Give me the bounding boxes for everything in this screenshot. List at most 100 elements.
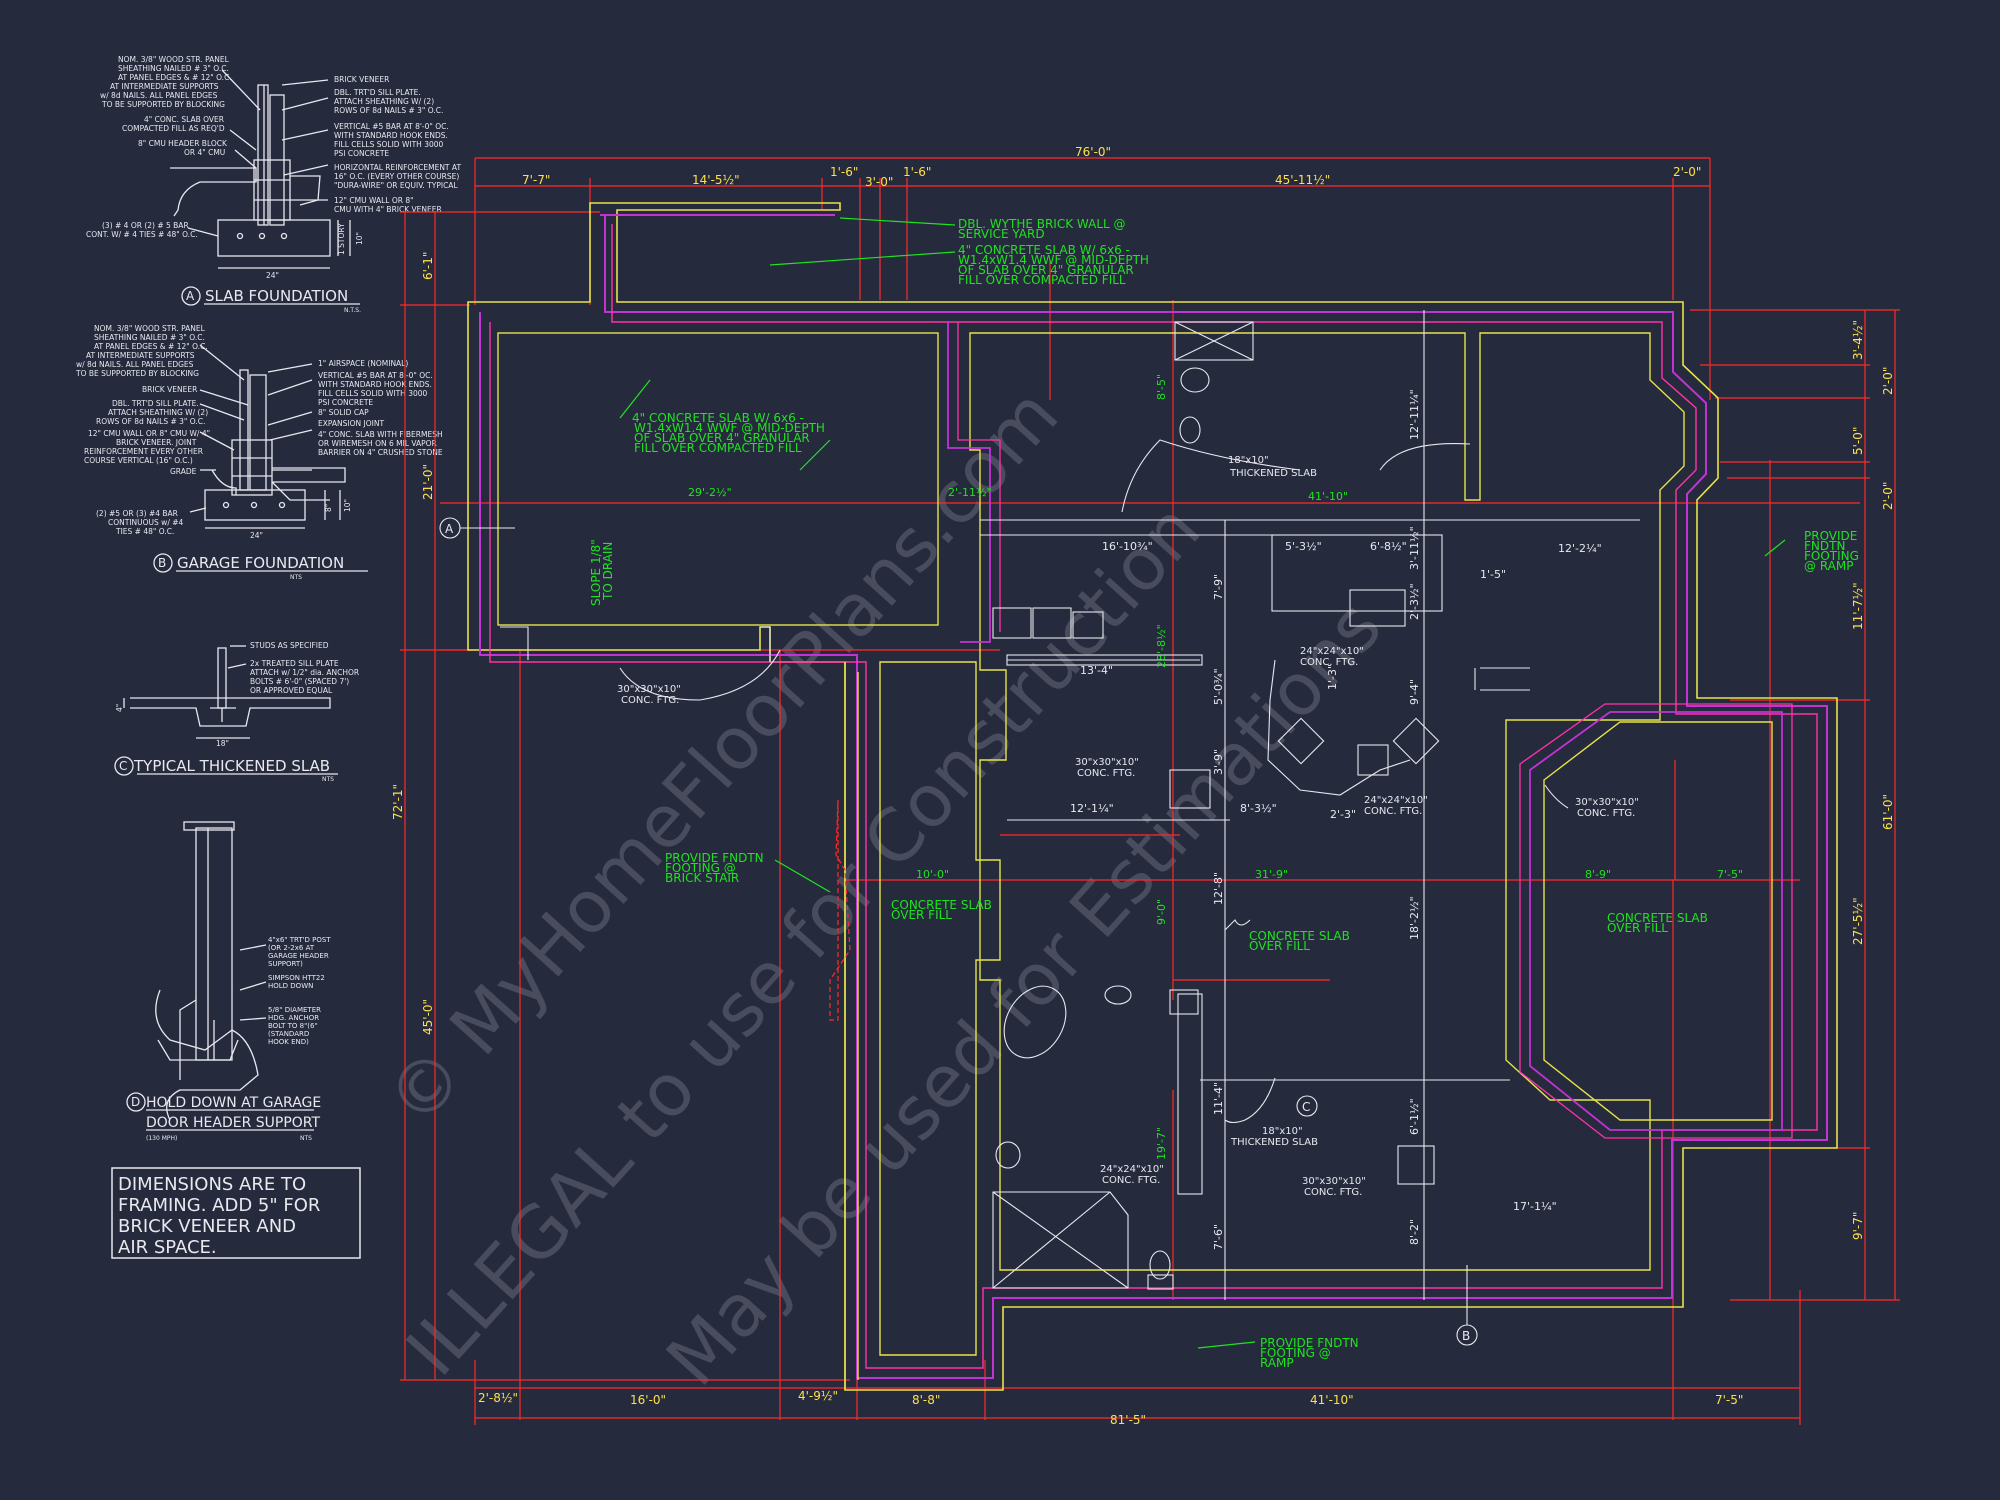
plan-green-notes: DBL. WYTHE BRICK WALL @ SERVICE YARD 4" …: [589, 217, 1859, 1370]
note-ramp-right-3: FOOTING: [1804, 549, 1859, 563]
slab-scale: N.T.S.: [344, 307, 361, 314]
tub-x: [1174, 321, 1254, 361]
garage-right-note: EXPANSION JOINT: [318, 419, 384, 428]
left-dim-3: 45'-0": [421, 999, 435, 1035]
holddown-note: HOOK END): [268, 1038, 309, 1046]
holddown-title-1: HOLD DOWN AT GARAGE: [146, 1095, 321, 1111]
garage-right-dim-text: 8": [324, 504, 333, 512]
slab-right-note: BRICK VENEER: [334, 75, 389, 84]
leader-brick: [839, 217, 956, 226]
detail-garage-foundation: [153, 344, 368, 573]
holddown-note: BOLT TO 8"(6": [268, 1022, 318, 1030]
note-ftg24a-a: 24"x24"x10": [1300, 646, 1364, 657]
wall-purple: [479, 214, 1828, 1379]
right-overall-dim: 61'-0": [1881, 794, 1895, 830]
garage-footing: [204, 489, 306, 521]
leader-thickened-2: [1224, 1077, 1276, 1124]
right-dim-3: 5'-0": [1851, 427, 1865, 455]
garage-right-note: VERTICAL #5 BAR AT 8'-0" OC.: [318, 371, 433, 380]
garage-right-note: 4" CONC. SLAB WITH FIBERMESH: [318, 430, 443, 439]
garage-right-note: 1" AIRSPACE (NOMINAL): [318, 359, 408, 368]
garage-tag-circle: [153, 553, 173, 573]
garage-right-note: BARRIER ON 4" CRUSHED STONE: [318, 448, 443, 457]
leader-stair: [774, 859, 831, 893]
thick-dim-left-text: 4": [115, 704, 124, 712]
note-stair-1: PROVIDE FNDTN: [665, 851, 764, 865]
note-garage-slab-3: OF SLAB OVER 4" GRANULAR: [634, 431, 810, 445]
slab-right-note: 12" CMU WALL OR 8": [334, 196, 414, 205]
interior-dim: 12'-1¼": [1070, 802, 1114, 815]
garage-leader: [267, 363, 313, 373]
garage-stone: [271, 481, 330, 501]
holddown-note: (OR 2-2x6 AT: [268, 944, 315, 952]
slab-note: AT PANEL EDGES & # 12" O.C.: [118, 73, 232, 82]
note-slab-fill-3a: CONCRETE SLAB: [1607, 911, 1708, 925]
leader-ftg: [1224, 919, 1251, 931]
garage-footing-dim-text: 24": [250, 531, 263, 540]
garage-slab: [272, 467, 346, 483]
right-dim-4: 2'-0": [1881, 482, 1895, 510]
garage-rebar: [222, 501, 230, 509]
garage-note: DBL. TRT'D SILL PLATE.: [112, 399, 199, 408]
note-ftg30a-a: 30"x30"x10": [1075, 757, 1139, 768]
sink-diag: [1392, 717, 1440, 765]
vent-box: [1169, 989, 1199, 1015]
note-slab-fill-1a: CONCRETE SLAB: [891, 898, 992, 912]
garage-note: CONTINUOUS w/ #4: [108, 518, 184, 527]
note-thick2-a: 18"x10": [1262, 1126, 1303, 1137]
interior-dim: 9'-0": [1155, 899, 1168, 925]
right-dim-1: 3'-4½": [1851, 320, 1865, 360]
section-c-circle: [1296, 1095, 1318, 1117]
leader-ftg-right: [1544, 784, 1569, 809]
garage-note: AT PANEL EDGES & # 12" O.C.: [94, 342, 208, 351]
slab-right-dim-text: 1 STORY: [337, 223, 346, 255]
garage-note: TIES # 48" O.C.: [115, 527, 174, 536]
thick-note: OR APPROVED EQUAL: [250, 686, 333, 695]
kitchen-island: [1271, 534, 1443, 612]
note-slab-fill-2a: CONCRETE SLAB: [1249, 929, 1350, 943]
garage-leader: [199, 403, 245, 421]
top-dim-7: 2'-0": [1673, 165, 1701, 179]
garage-note: ATTACH SHEATHING W/ (2): [108, 408, 208, 417]
garage-leader: [269, 429, 313, 441]
detail-slab-text: NOM. 3/8" WOOD STR. PANEL SHEATHING NAIL…: [86, 55, 461, 314]
bottom-dim-1: 2'-8½": [478, 1391, 518, 1405]
oval-tub: [1003, 985, 1067, 1059]
slab-note: TO BE SUPPORTED BY BLOCKING: [101, 100, 225, 109]
note-thick1-b: THICKENED SLAB: [1229, 468, 1317, 479]
leader-ftg-garage: [619, 649, 781, 701]
garage-divider-purple: [947, 322, 991, 643]
note-line-4: AIR SPACE.: [118, 1237, 217, 1258]
leader-ramp-bottom: [1197, 1341, 1256, 1349]
basin: [1179, 416, 1201, 444]
top-dim-2: 14'-5½": [692, 173, 740, 187]
toilet: [1180, 367, 1210, 393]
right-dim-6: 27'-5½": [1851, 897, 1865, 945]
garage-leader: [199, 344, 245, 381]
slab-leader: [283, 164, 329, 176]
note-thick1-a: 18"x10": [1228, 455, 1269, 466]
note-slab-top-1: 4" CONCRETE SLAB W/ 6x6 -: [958, 243, 1130, 257]
garage-leader: [189, 507, 207, 513]
section-tag-c: C: [1302, 1100, 1310, 1114]
dimension-note-box: DIMENSIONS ARE TO FRAMING. ADD 5" FOR BR…: [111, 1167, 361, 1259]
plan-dimension-text: 76'-0" 7'-7" 14'-5½" 1'-6" 3'-0" 1'-6" 4…: [391, 145, 1895, 1427]
slab-rebar: [258, 232, 266, 240]
interior-dim: 41'-10": [1308, 490, 1348, 503]
note-ftg30b-b: CONC. FTG.: [1577, 808, 1635, 819]
bottom-dim-2: 16'-0": [630, 1393, 666, 1407]
garage-right-note: FILL CELLS SOLID WITH 3000: [318, 389, 428, 398]
interior-dim: 8'-3½": [1240, 802, 1277, 815]
top-overall-dim: 76'-0": [1075, 145, 1111, 159]
note-ramp-right-4: @ RAMP: [1804, 559, 1853, 573]
garage-note: w/ 8d NAILS. ALL PANEL EDGES: [76, 360, 194, 369]
note-slab-top-4: FILL OVER COMPACTED FILL: [958, 273, 1126, 287]
slab-note: COMPACTED FILL AS REQ'D: [122, 124, 225, 133]
slab-note: OR 4" CMU: [184, 148, 225, 157]
interior-dim: 1'-3": [1326, 664, 1339, 690]
slab-right-dim-text-2: 10": [355, 232, 364, 245]
note-ftg24c-b: CONC. FTG.: [1102, 1175, 1160, 1186]
brick-stair: [829, 799, 851, 1021]
interior-dim: 9'-4": [1408, 679, 1421, 705]
garage-note: REINFORCEMENT EVERY OTHER: [84, 447, 203, 456]
